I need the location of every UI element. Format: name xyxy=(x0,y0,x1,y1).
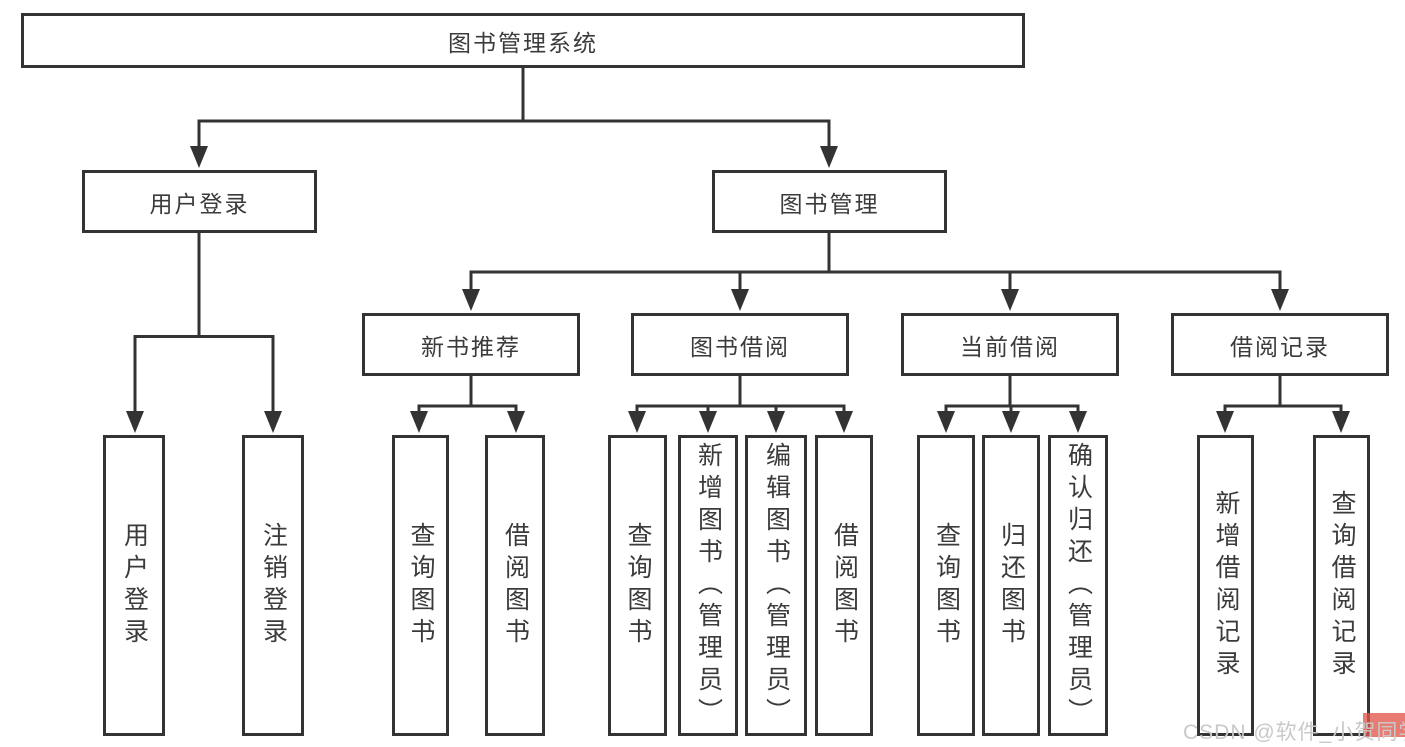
leaf-label: 查询图书 xyxy=(932,521,961,650)
node-book-management: 图书管理 xyxy=(712,170,947,233)
leaf-label: 确认归还（管理员） xyxy=(1064,441,1093,730)
leaf-logout: 注销登录 xyxy=(242,435,304,736)
node-current-borrowing: 当前借阅 xyxy=(901,313,1119,376)
leaf-user-login: 用户登录 xyxy=(103,435,165,736)
leaf-label: 用户登录 xyxy=(120,521,149,650)
node-book-borrowing: 图书借阅 xyxy=(631,313,849,376)
watermark-red-highlight xyxy=(1363,713,1405,737)
leaf-borrow-books: 借阅图书 xyxy=(815,435,873,736)
leaf-add-borrow-record: 新增借阅记录 xyxy=(1197,435,1254,736)
leaf-label: 归还图书 xyxy=(997,521,1026,650)
leaf-label: 借阅图书 xyxy=(501,521,530,650)
node-user-login: 用户登录 xyxy=(82,170,317,233)
leaf-label: 新增图书（管理员） xyxy=(694,441,723,730)
leaf-label: 查询借阅记录 xyxy=(1328,489,1356,682)
leaf-query-books-recommend: 查询图书 xyxy=(392,435,449,736)
leaf-query-books-borrowing: 查询图书 xyxy=(608,435,667,736)
leaf-label: 编辑图书（管理员） xyxy=(762,441,791,730)
leaf-label: 注销登录 xyxy=(259,521,288,650)
watermark: CSDN @软件_小贺同学 xyxy=(1183,713,1405,746)
leaf-query-books-current: 查询图书 xyxy=(917,435,975,736)
leaf-edit-books-admin: 编辑图书（管理员） xyxy=(745,435,807,736)
watermark-text: CSDN @软件_小贺同学 xyxy=(1183,721,1405,744)
leaf-confirm-return-admin: 确认归还（管理员） xyxy=(1048,435,1108,736)
node-root-system: 图书管理系统 xyxy=(21,13,1025,68)
leaf-query-borrow-record: 查询借阅记录 xyxy=(1313,435,1370,736)
leaf-label: 查询图书 xyxy=(407,521,435,650)
node-new-book-recommend: 新书推荐 xyxy=(362,313,580,376)
leaf-label: 查询图书 xyxy=(624,521,652,650)
node-borrowing-records: 借阅记录 xyxy=(1171,313,1389,376)
leaf-return-books: 归还图书 xyxy=(982,435,1040,736)
leaf-add-books-admin: 新增图书（管理员） xyxy=(678,435,738,736)
leaf-label: 借阅图书 xyxy=(830,521,859,650)
leaf-borrow-books-recommend: 借阅图书 xyxy=(485,435,545,736)
leaf-label: 新增借阅记录 xyxy=(1212,489,1240,682)
